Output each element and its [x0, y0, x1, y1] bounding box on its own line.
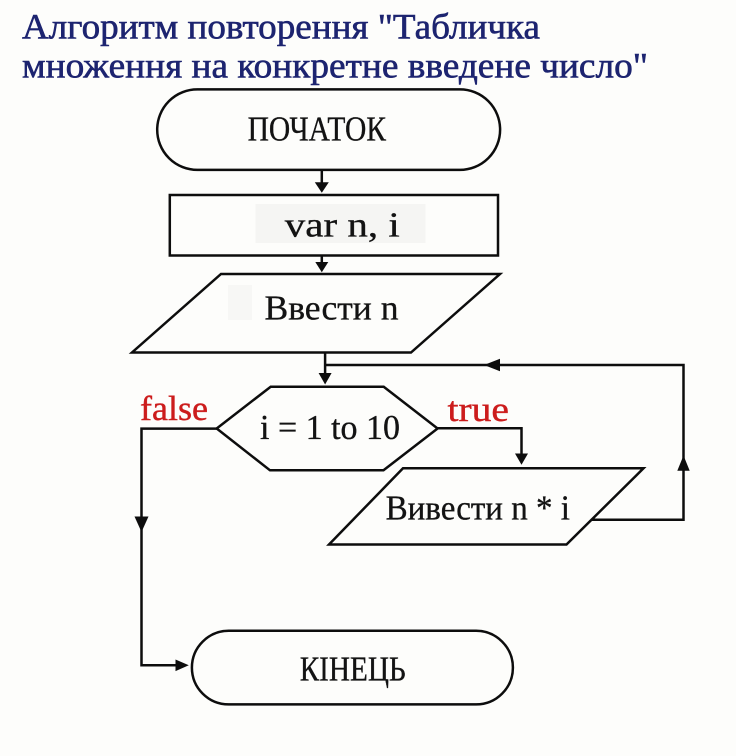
svg-text:false: false [140, 389, 208, 428]
svg-text:true: true [448, 390, 510, 429]
svg-text:var n, i: var n, i [285, 206, 400, 245]
svg-text:Ввести n: Ввести n [265, 289, 399, 328]
svg-text:ПОЧАТОК: ПОЧАТОК [248, 110, 387, 149]
svg-text:i = 1 to 10: i = 1 to 10 [260, 408, 400, 447]
svg-text:множення на конкретне введене: множення на конкретне введене число" [22, 46, 648, 86]
svg-text:КІНЕЦЬ: КІНЕЦЬ [300, 650, 406, 689]
svg-text:Вивести n * i: Вивести n * i [386, 489, 571, 528]
svg-text:Алгоритм повторення "Табличка: Алгоритм повторення "Табличка [22, 7, 540, 47]
